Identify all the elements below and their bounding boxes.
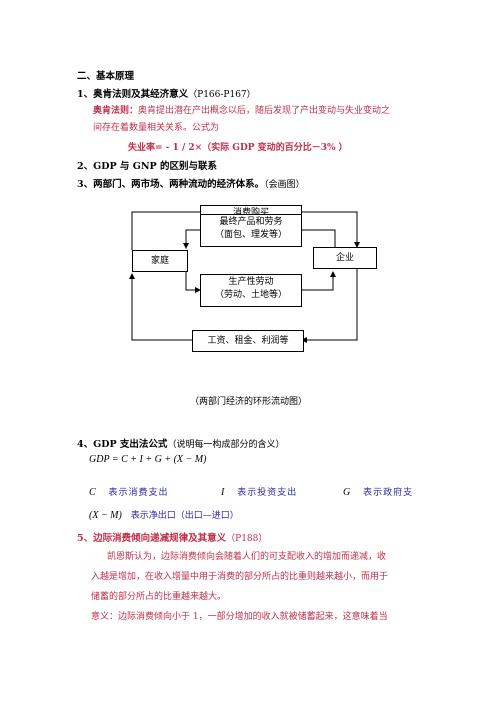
item4-heading: 4、GDP 支出法公式（说明每一构成部分的含义）	[77, 436, 284, 450]
section-title: 二、基本原理	[77, 71, 135, 82]
goods-box: 最终产品和劳务 （面包、理发等）	[200, 214, 302, 247]
outer-bottom-flow-right	[301, 268, 358, 343]
labor-label-1: 生产性劳动	[228, 277, 274, 287]
okun-desc-1: 奥肯提出潜在产出概念以后，随后发现了产出变动与失业变动之	[138, 106, 391, 116]
item3-title: 两部门、两市场、两种流动的经济体系。	[93, 179, 265, 190]
item4-title: GDP 支出法公式	[93, 439, 168, 450]
labor-label-2: （劳动、土地等）	[214, 290, 287, 300]
okun-desc-2: 间存在着数量相关关系。公式为	[93, 123, 220, 133]
inner-bottom-flow-right	[300, 271, 336, 291]
wages-box: 工资、租金、利润等	[192, 330, 304, 352]
item5-heading: 5、边际消费倾向递减规律及其意义（P188）	[77, 530, 267, 544]
item3-note: （会画图）	[264, 180, 305, 190]
okun-formula: 失业率= - 1 / 2×（实际 GDP 变动的百分比－3% ）	[128, 143, 348, 153]
legend-i: I 表示投资支出	[221, 485, 297, 498]
inner-top-flow-right	[300, 229, 336, 247]
gdp-formula: GDP = C + I + G + (X − M)	[89, 454, 207, 465]
item1-num: 1、	[77, 89, 94, 100]
item2-num: 2、	[77, 161, 94, 172]
goods-label-2: （面包、理发等）	[214, 230, 287, 240]
legend-g: G 表示政府支	[343, 485, 413, 498]
item5-line2: 入越是增加，在收入增量中用于消费的部分所占的比重则越来越小，而用于	[91, 572, 389, 582]
household-box: 家庭	[132, 250, 188, 272]
inner-top-flow-left	[183, 229, 200, 249]
item4-note: （说明每一构成部分的含义）	[167, 440, 285, 450]
symbol-g: G	[343, 487, 351, 498]
item5-title: 边际消费倾向递减规律及其意义	[93, 533, 227, 544]
item1-title: 奥肯法则及其经济意义	[93, 89, 189, 100]
labor-box: 生产性劳动 （劳动、土地等）	[200, 274, 302, 307]
item1-heading: 1、奥肯法则及其经济意义（P166-P167）	[77, 86, 256, 100]
item3-heading: 3、两部门、两市场、两种流动的经济体系。（会画图）	[77, 176, 305, 190]
item5-line3: 储蓄的部分所占的比重越来越大。	[91, 592, 227, 602]
okun-term: 奥肯法则：	[93, 106, 139, 116]
item1-ref: （P166-P167）	[188, 90, 256, 100]
symbol-c: C	[89, 487, 96, 498]
inner-bottom-flow-left	[185, 270, 201, 293]
item5-line4: 意义：边际消费倾向小于 1，一部分增加的收入就被储蓄起来，这意味着当	[91, 612, 388, 622]
firm-box: 企业	[313, 247, 377, 269]
item5-ref: （P188）	[226, 534, 268, 544]
outer-bottom-flow-left	[129, 273, 192, 341]
outer-top-flow-right	[300, 211, 360, 248]
legend-xm: (X − M) 表示净出口（出口—进口）	[89, 508, 239, 521]
legend-i-text: 表示投资支出	[237, 488, 298, 498]
item5-line1: 凯恩斯认为，边际消费倾向会随着人们的可支配收入的增加而递减，收	[107, 552, 387, 562]
item3-num: 3、	[77, 179, 94, 190]
legend-c: C 表示消费支出	[89, 485, 169, 498]
item1-line1: 奥肯法则：奥肯提出潜在产出概念以后，随后发现了产出变动与失业变动之	[93, 103, 390, 116]
legend-g-text: 表示政府支	[363, 488, 414, 498]
symbol-xm: (X − M)	[89, 510, 122, 521]
legend-c-text: 表示消费支出	[108, 488, 169, 498]
legend-xm-text: 表示净出口（出口—进口）	[130, 511, 239, 521]
item5-num: 5、	[77, 533, 94, 544]
symbol-i: I	[221, 487, 225, 498]
outer-top-flow	[131, 211, 200, 250]
item2-heading: 2、GDP 与 GNP 的区别与联系	[77, 158, 217, 172]
diagram-caption: （两部门经济的环形流动图）	[190, 397, 308, 407]
goods-label-1: 最终产品和劳务	[219, 217, 283, 227]
item2-title: GDP 与 GNP 的区别与联系	[93, 161, 217, 172]
item4-num: 4、	[77, 439, 94, 450]
